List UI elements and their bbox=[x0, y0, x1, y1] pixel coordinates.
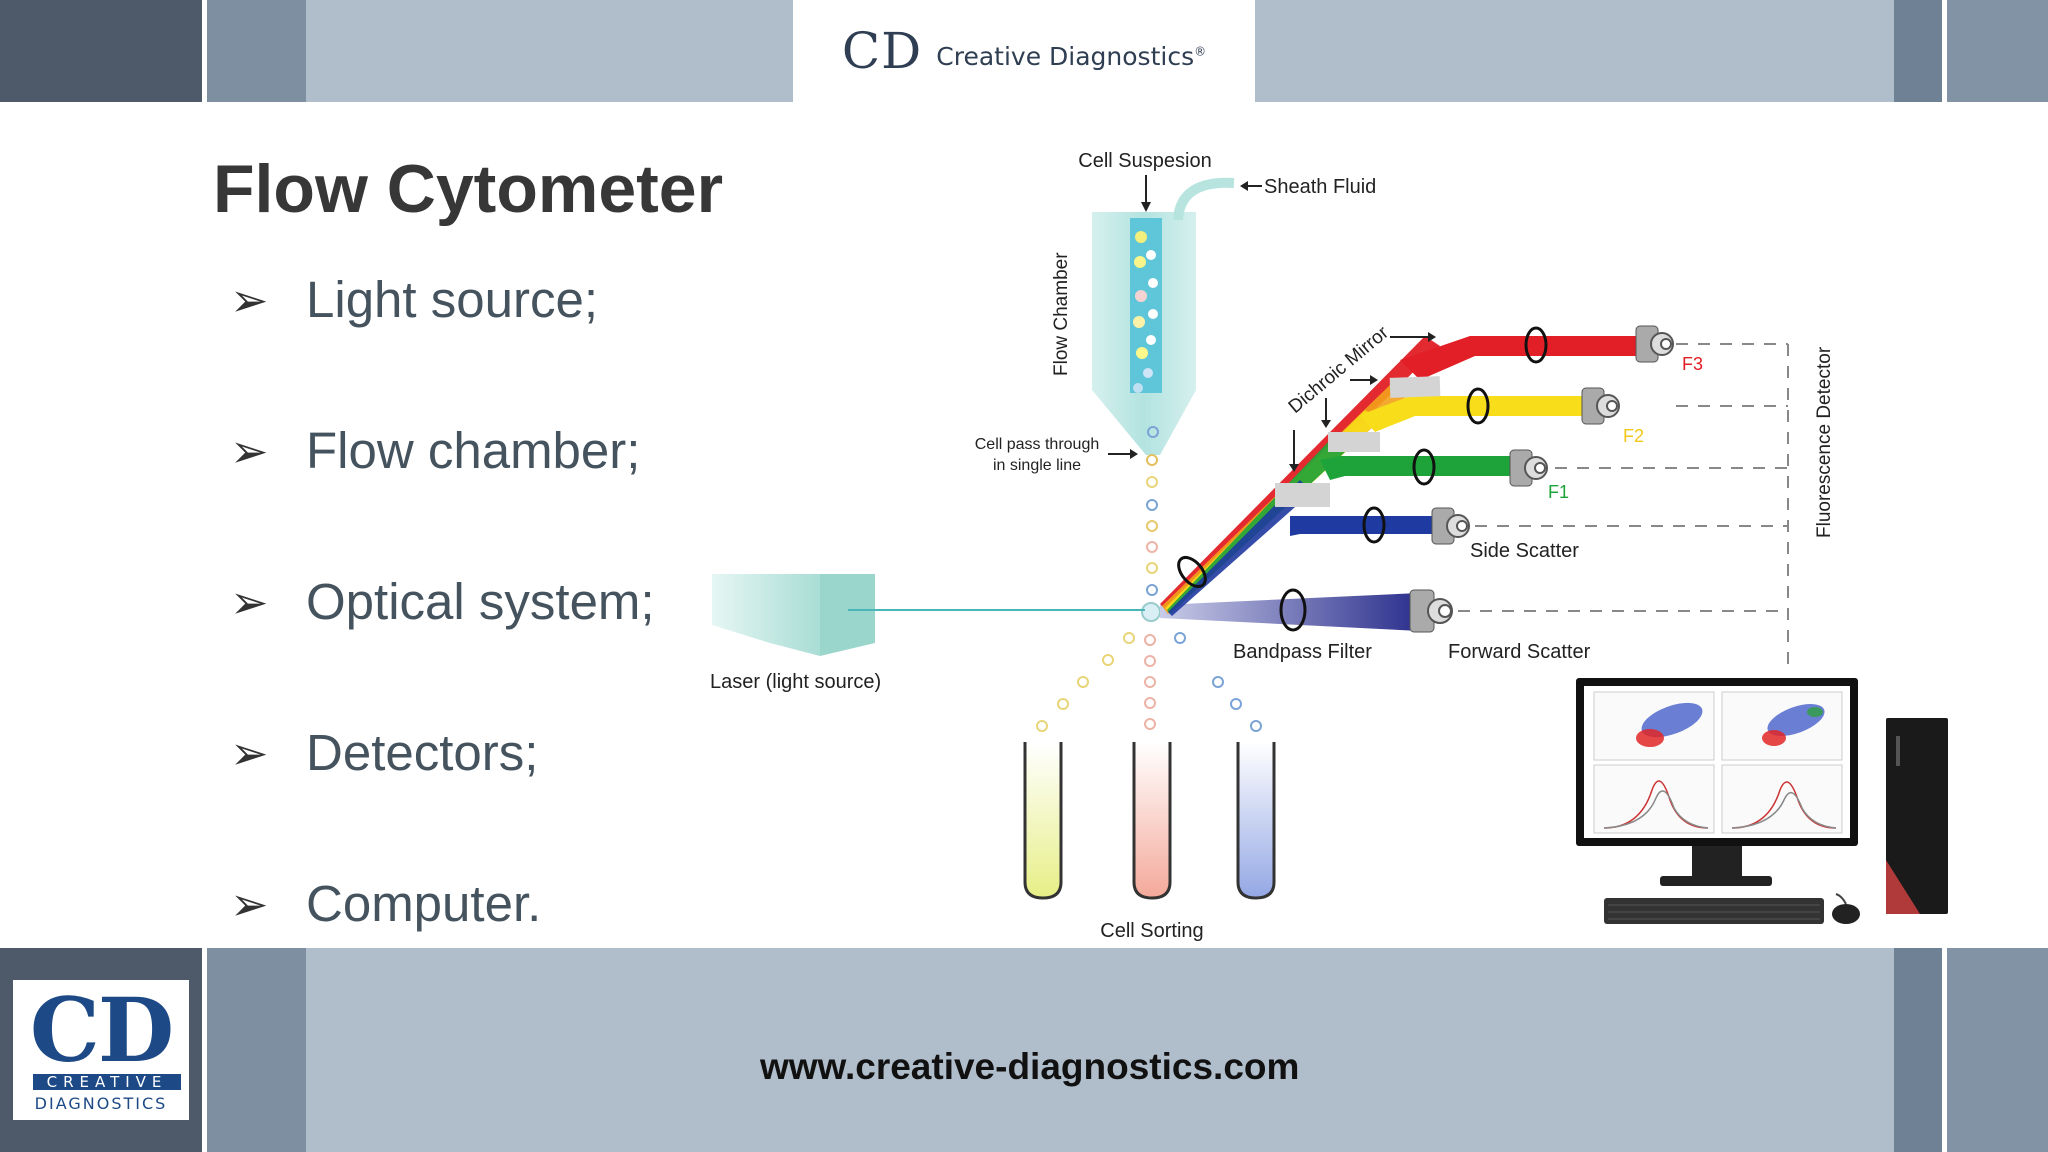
bullet-item: ➢ Light source; bbox=[230, 270, 750, 329]
sorting-tubes bbox=[1023, 742, 1276, 900]
footer-band-dark-right bbox=[1947, 948, 2048, 1152]
f1-label: F1 bbox=[1548, 482, 1569, 502]
bullet-text: Computer. bbox=[306, 875, 542, 932]
footer-logo-line1: CREATIVE bbox=[33, 1074, 181, 1090]
fluorescence-detector-label: Fluorescence Detector bbox=[1814, 346, 1835, 538]
footer-logo-mark: CD bbox=[29, 978, 174, 1082]
computer bbox=[1576, 678, 1948, 924]
slide-title: Flow Cytometer bbox=[213, 151, 724, 227]
bullet-text: Optical system; bbox=[306, 573, 655, 630]
bullet-item: ➢ Optical system; bbox=[230, 572, 750, 631]
bullet-arrow-icon: ➢ bbox=[230, 876, 269, 931]
detector-side-scatter bbox=[1431, 507, 1470, 545]
optical-paths bbox=[1160, 326, 1650, 616]
sheath-fluid-label: Sheath Fluid bbox=[1264, 176, 1376, 198]
bullet-item: ➢ Flow chamber; bbox=[230, 421, 750, 480]
detector-f3 bbox=[1635, 325, 1674, 363]
header-band-mid-right bbox=[1894, 0, 1942, 102]
laser-label: Laser (light source) bbox=[710, 671, 881, 693]
header-logo: CD Creative Diagnostics® bbox=[793, 0, 1255, 102]
header-logo-name: Creative Diagnostics® bbox=[936, 41, 1207, 71]
dichroic-arrows bbox=[1293, 336, 1428, 464]
header-logo-mark: CD bbox=[841, 22, 923, 80]
footer-band-mid-right bbox=[1894, 948, 1942, 1152]
bullet-arrow-icon: ➢ bbox=[230, 574, 269, 629]
footer-logo: CD CREATIVE DIAGNOSTICS bbox=[13, 980, 189, 1120]
footer-band-light bbox=[306, 948, 1894, 1152]
detector-f2 bbox=[1581, 387, 1620, 425]
flow-chamber bbox=[1092, 177, 1235, 455]
header-band-dark-right bbox=[1947, 0, 2048, 102]
header-band-mid-left bbox=[207, 0, 306, 102]
f2-label: F2 bbox=[1623, 426, 1644, 446]
header-band-dark-left bbox=[0, 0, 202, 102]
interrogation-point bbox=[1141, 602, 1161, 622]
cell-suspension-label: Cell Suspesion bbox=[1078, 150, 1211, 172]
bullet-item: ➢ Computer. bbox=[230, 874, 750, 933]
forward-scatter-beam bbox=[1160, 588, 1453, 633]
bullet-arrow-icon: ➢ bbox=[230, 423, 269, 478]
side-scatter-label: Side Scatter bbox=[1470, 540, 1579, 562]
bullet-arrow-icon: ➢ bbox=[230, 272, 269, 327]
laser-source bbox=[712, 574, 1145, 656]
bandpass-filter-label: Bandpass Filter bbox=[1233, 641, 1372, 663]
bullet-arrow-icon: ➢ bbox=[230, 725, 269, 780]
f3-label: F3 bbox=[1682, 354, 1703, 374]
detector-f1 bbox=[1509, 449, 1548, 487]
flow-chamber-label: Flow Chamber bbox=[1051, 252, 1072, 376]
footer-logo-line2: DIAGNOSTICS bbox=[34, 1094, 168, 1113]
footer-band-mid-left bbox=[207, 948, 306, 1152]
header-band-light-left bbox=[306, 0, 793, 102]
cell-stream bbox=[1036, 426, 1262, 732]
detector-connectors bbox=[1458, 343, 1789, 672]
bullet-text: Light source; bbox=[306, 271, 599, 328]
cell-sorting-label: Cell Sorting bbox=[1100, 920, 1203, 942]
bullet-text: Flow chamber; bbox=[306, 422, 641, 479]
bullet-text: Detectors; bbox=[306, 724, 539, 781]
forward-scatter-label: Forward Scatter bbox=[1448, 641, 1591, 663]
website-url[interactable]: www.creative-diagnostics.com bbox=[760, 1046, 1300, 1087]
header-band-light-right bbox=[1255, 0, 1894, 102]
bullet-item: ➢ Detectors; bbox=[230, 723, 750, 782]
single-line-label-2: in single line bbox=[993, 457, 1081, 474]
single-line-label-1: Cell pass through bbox=[975, 436, 1100, 453]
